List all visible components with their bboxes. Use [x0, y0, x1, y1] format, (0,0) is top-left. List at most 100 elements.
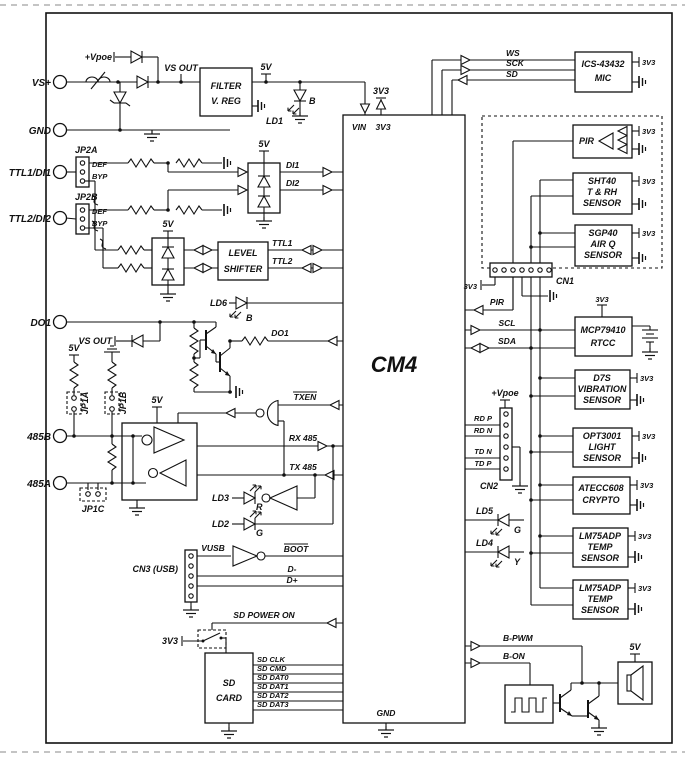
terminal-do1 — [52, 314, 68, 330]
ld1-label: LD1 — [266, 116, 283, 126]
terminal-vs-plus — [52, 74, 68, 90]
txen-label: TXEN — [294, 392, 318, 402]
power-input-section: +Vpoe VS OUT FILTER V. REG 5V 3V3 B LD1 — [66, 50, 389, 142]
cn2-vpoe-label: +Vpoe — [491, 388, 518, 398]
lm75-2-3v3-label: 3V3 — [638, 584, 652, 593]
rtcc-box — [574, 316, 633, 357]
terminal-label-485a: 485A — [26, 479, 51, 490]
ld6-label: LD6 — [210, 298, 228, 308]
level-shifter-section: 5V LEVEL SHIFTER TTL1 TTL2 LD6 B — [95, 219, 343, 323]
terminal-485b — [52, 428, 68, 444]
terminal-gnd — [52, 122, 68, 138]
sd-card-box — [204, 652, 254, 724]
ld6-led-icon — [235, 296, 248, 310]
lm75-2-box — [572, 579, 629, 620]
ld3-label: LD3 — [212, 493, 229, 503]
square-wave-icon — [511, 697, 547, 713]
boot-label: BOOT — [284, 544, 309, 554]
ld4-led-icon — [497, 545, 510, 559]
sd-i2s-label: SD — [506, 69, 518, 79]
sensor-column: D7S VIBRATION SENSOR 3V3 OPT3001 LIGHT S… — [529, 369, 656, 620]
sd-dat2-label: SD DAT2 — [257, 691, 289, 700]
lm75-1-label-3: SENSOR — [581, 553, 620, 563]
sht40-3v3-label: 3V3 — [642, 177, 656, 186]
rs485-leds: LD3 R LD2 G — [212, 446, 334, 538]
ld4-color: Y — [514, 557, 521, 567]
sd-dat0-label: SD DAT0 — [257, 673, 289, 682]
schematic-border — [45, 12, 673, 744]
terminal-label-gnd: GND — [29, 126, 51, 137]
sht40-label-1: SHT40 — [588, 176, 616, 186]
sd-dat3-label: SD DAT3 — [257, 700, 289, 709]
cn3-label: CN3 (USB) — [132, 564, 178, 574]
mic-3v3-label: 3V3 — [642, 58, 656, 67]
d7s-box — [574, 369, 631, 410]
tx485-label: TX 485 — [289, 462, 317, 472]
rs485-section: 5V JP1A JP1B JP1C 5V — [66, 343, 343, 516]
rdn-label: RD N — [474, 426, 493, 435]
mic-section: WS SCK SD ICS-43432 MIC 3V3 — [431, 48, 656, 115]
i2c-bus — [512, 141, 541, 605]
jp1a-label: JP1A — [80, 392, 90, 415]
di2-label: DI2 — [286, 178, 300, 188]
ttl1-label: TTL1 — [272, 238, 293, 248]
sht40-box — [572, 172, 633, 215]
cn2-label: CN2 — [480, 481, 498, 491]
level-shifter-box — [217, 241, 269, 281]
terminal-485a — [52, 475, 68, 491]
ttl2-label: TTL2 — [272, 256, 293, 266]
ws-label: WS — [506, 48, 520, 58]
pir-buffer-icon — [597, 132, 614, 150]
pir-signal-label: PIR — [490, 297, 505, 307]
sht40-label-3: SENSOR — [583, 198, 622, 208]
jp2a-label: JP2A — [75, 145, 98, 155]
jp1c-label: JP1C — [82, 504, 105, 514]
ld5-led-icon — [497, 513, 510, 527]
sd-clk-label: SD CLK — [257, 655, 286, 664]
level-shifter-label-1: LEVEL — [228, 248, 257, 258]
cn1-3v3-label: 3V3 — [464, 282, 478, 291]
sgp40-label-2: AIR Q — [589, 239, 615, 249]
gnd-rail-icon — [143, 129, 161, 142]
ld1-led-icon — [293, 89, 307, 102]
bon-label: B-ON — [503, 651, 526, 661]
jp2b-byp-label: BYP — [92, 219, 108, 228]
lm75-1-label-2: TEMP — [587, 542, 613, 552]
i2c-cm4-section: PIR SCL SDA — [465, 277, 575, 354]
mic-label-1: ICS-43432 — [581, 59, 624, 69]
terminal-ttl2-di2 — [52, 210, 68, 226]
sensor-satellite-section: PIR 3V3 SHT40 T & RH SENSOR 3V3 SGP40 AI… — [481, 115, 663, 269]
vpoe-diode-icon — [130, 50, 143, 64]
ld6-color: B — [246, 313, 253, 323]
lm75-1-label-1: LM75ADP — [579, 531, 622, 541]
rail-5v-label: 5V — [260, 62, 272, 72]
sda-label: SDA — [498, 336, 516, 346]
pir-block-label: PIR — [579, 136, 595, 146]
jp2b-def-label: DEF — [92, 207, 107, 216]
tdp-label: TD P — [474, 459, 492, 468]
d7s-3v3-label: 3V3 — [640, 374, 654, 383]
tvs-diode-icon — [113, 91, 127, 104]
cm4-pin-vin: VIN — [352, 122, 367, 132]
ld3-inverter-icon — [268, 485, 298, 511]
filter-gnd-icon — [257, 99, 266, 113]
terminal-label-ttl1-di1: TTL1/DI1 — [9, 168, 52, 179]
ld2-led-icon — [243, 517, 256, 531]
lm75-1-3v3-label: 3V3 — [638, 532, 652, 541]
terminal-ttl1-di1 — [52, 164, 68, 180]
sd-power-on-label: SD POWER ON — [233, 610, 295, 620]
status-leds: LD5 G LD4 Y — [465, 506, 524, 568]
sd-card-label-1: SD — [223, 678, 236, 688]
cm4-box — [342, 114, 466, 724]
ld1-color: B — [309, 96, 316, 106]
cm4-block: CM4 VIN 3V3 GND — [342, 114, 466, 738]
filter-label-2: V. REG — [211, 96, 241, 106]
vusb-label: VUSB — [201, 543, 225, 553]
terminal-label-ttl2-di2: TTL2/DI2 — [9, 214, 52, 225]
transceiver-5v-label: 5V — [151, 395, 163, 405]
jp2b-label: JP2B — [75, 192, 98, 202]
terminal-label-vs-plus: VS+ — [32, 78, 51, 89]
jp2a-def-label: DEF — [92, 160, 107, 169]
